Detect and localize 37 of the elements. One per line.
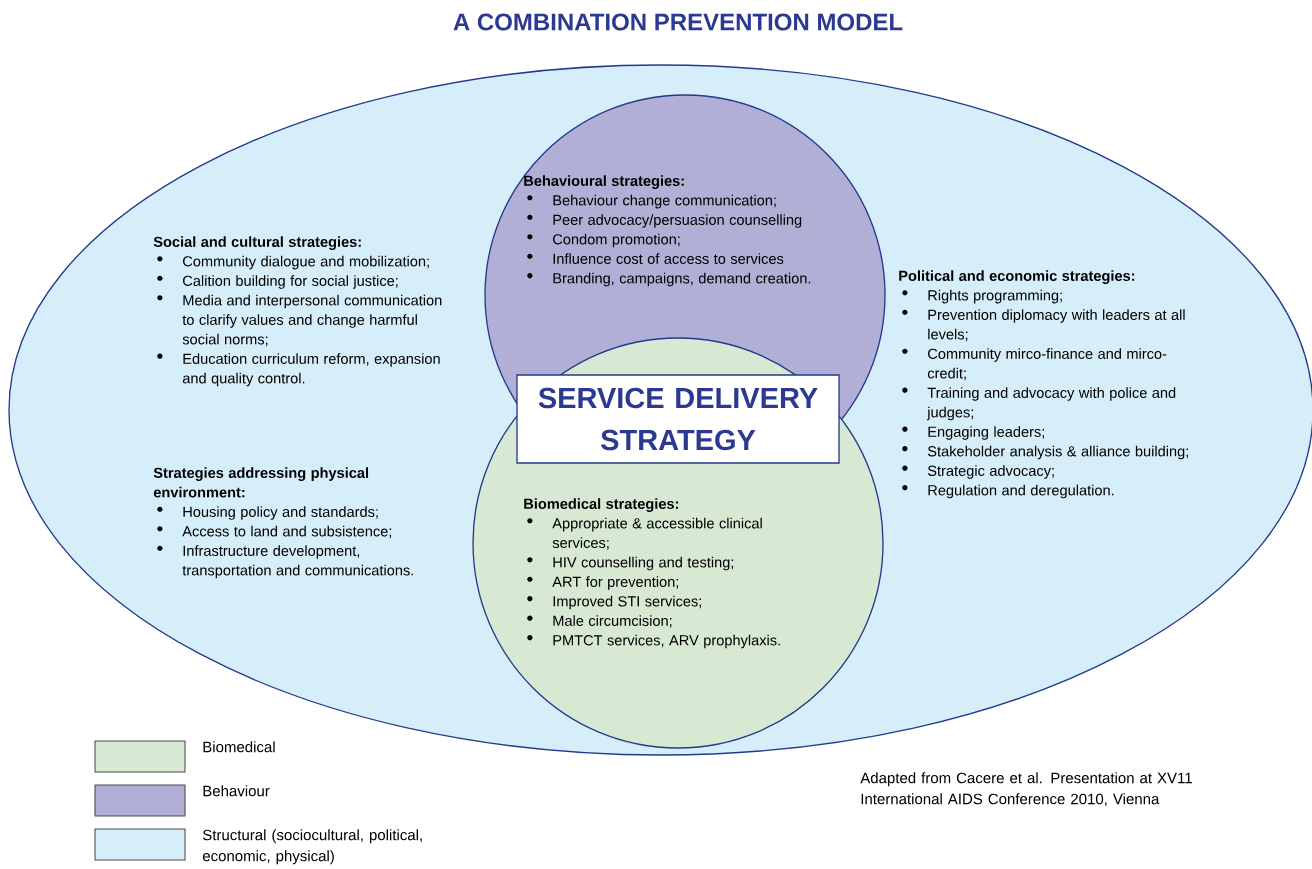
bullet-item: Community mirco-finance and mirco-credit; (902, 348, 1167, 381)
section-heading: Strategies addressing physical environment: (153, 467, 369, 498)
bullet-item: Branding, campaigns, demand creation. (527, 272, 811, 287)
legend-label: Biomedical (203, 741, 275, 753)
section-heading: Biomedical strategies: (524, 498, 679, 512)
bullet-item: Behaviour change communication; (527, 194, 776, 209)
bullet-item: Media and interpersonal communication to clarify values and change harmful social norms; (157, 294, 442, 347)
bullet-item: Community dialogue and mobilization; (157, 255, 429, 270)
section-heading: Political and economic strategies: (899, 270, 1135, 284)
bullet-item: Regulation and deregulation. (902, 484, 1114, 499)
bullet-item: Housing policy and standards; (157, 506, 378, 520)
section-heading: Social and cultural strategies: (153, 236, 361, 250)
bullet-item: Infrastructure development, transportation and communications. (157, 545, 413, 579)
legend-label: Behaviour (203, 785, 270, 797)
bullet-item: Stakeholder analysis & alliance building; (902, 445, 1188, 460)
legend-label: Structural (sociocultural, political, economic, physical) (202, 829, 422, 865)
section-heading: Behavioural strategies: (524, 175, 684, 189)
bullet-item: Education curriculum reform, expansion and quality control. (157, 353, 440, 387)
bullet-item: PMTCT services, ARV prophylaxis. (527, 634, 780, 649)
title: A COMBINATION PREVENTION MODEL (453, 13, 903, 31)
bullet-item: Improved STI services; (527, 595, 701, 610)
bullet-item: Engaging leaders; (902, 426, 1044, 440)
bullet-item: Condom promotion; (527, 233, 680, 248)
bullet-item: ART for prevention; (527, 576, 679, 590)
bullet-item: Male circumcision; (527, 615, 672, 628)
bullet-item: HIV counselling and testing; (527, 556, 734, 571)
bullet-item: Training and advocacy with police and judges; (902, 387, 1176, 421)
bullet-item: Peer advocacy/persuasion counselling (527, 214, 802, 228)
text-box: SERVICE DELIVERY STRATEGY (516, 374, 840, 464)
bullet-item: Strategic advocacy; (902, 465, 1054, 479)
bullet-item: Rights programming; (902, 289, 1062, 304)
bullet-item: Influence cost of access to services (527, 253, 784, 264)
bullet-item: Calition building for social justice; (157, 275, 398, 289)
bullet-item: Appropriate & accessible clinical services; (527, 517, 762, 550)
bullet-item: Access to land and subsistence; (157, 525, 392, 539)
bullet-item: Prevention diplomacy with leaders at all levels; (902, 309, 1185, 342)
source-note: Adapted from Cacere et al. Presentation at XV11 International AIDS Conference 2010, Vienna (860, 772, 1192, 807)
